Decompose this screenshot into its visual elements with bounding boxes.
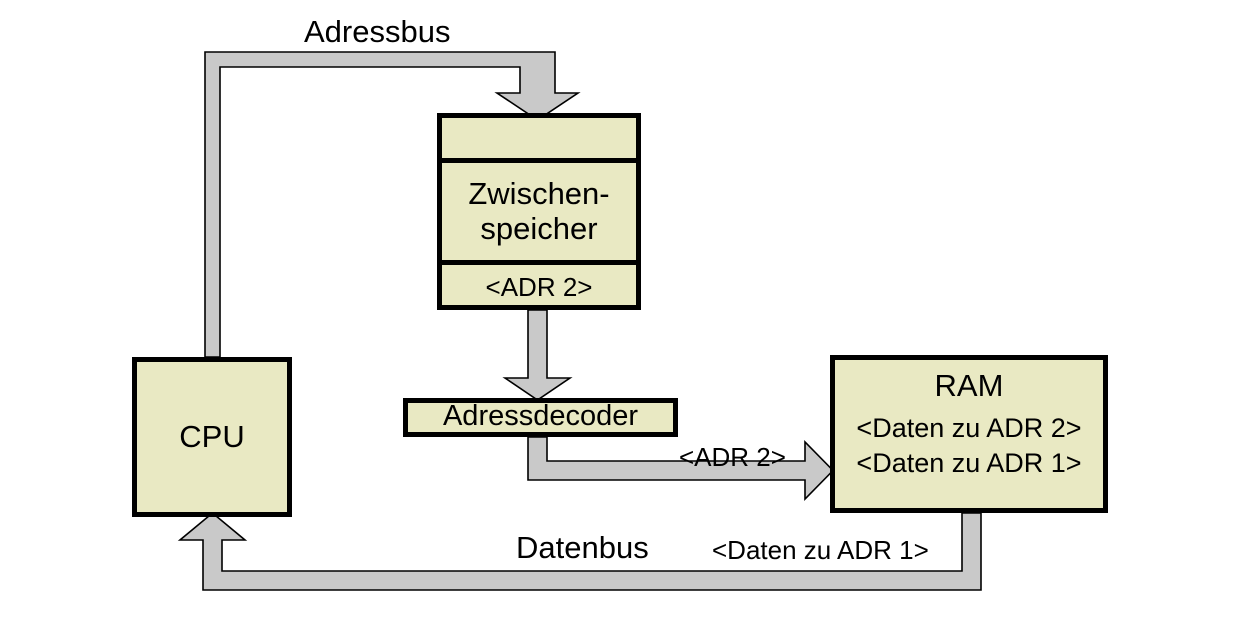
zwischenspeicher-top-band bbox=[442, 118, 636, 158]
node-cpu[interactable]: CPU bbox=[132, 357, 292, 517]
zwischenspeicher-label-line2: speicher bbox=[480, 210, 598, 246]
zwischenspeicher-label-line1: Zwischen- bbox=[468, 175, 610, 211]
datenbus-label: Datenbus bbox=[516, 530, 649, 565]
node-cpu-label: CPU bbox=[179, 418, 245, 454]
node-zwischenspeicher[interactable]: Zwischen- speicher <ADR 2> bbox=[437, 113, 641, 310]
zwischenspeicher-to-decoder-connector bbox=[502, 309, 573, 401]
zwischenspeicher-main-band: Zwischen- speicher bbox=[442, 163, 636, 260]
node-ram[interactable]: RAM <Daten zu ADR 2> <Daten zu ADR 1> bbox=[830, 355, 1108, 513]
datenbus-connector bbox=[177, 511, 982, 591]
zwischenspeicher-value-band: <ADR 2> bbox=[442, 265, 636, 310]
datenbus-payload-label: <Daten zu ADR 1> bbox=[712, 535, 929, 565]
node-adressdecoder[interactable]: Adressdecoder bbox=[403, 398, 678, 437]
zwischenspeicher-divider-top bbox=[442, 158, 636, 163]
node-ram-row-2: <Daten zu ADR 1> bbox=[856, 447, 1082, 478]
adressbus-connector bbox=[204, 51, 581, 358]
node-ram-row-1: <Daten zu ADR 2> bbox=[856, 412, 1082, 443]
node-adressdecoder-label: Adressdecoder bbox=[442, 400, 639, 433]
adressbus-label: Adressbus bbox=[304, 14, 451, 49]
zwischenspeicher-value-label: <ADR 2> bbox=[485, 271, 593, 302]
zwischenspeicher-divider-bottom bbox=[442, 260, 636, 265]
decoder-to-ram-label: <ADR 2> bbox=[679, 442, 786, 472]
decoder-to-ram-connector bbox=[527, 436, 835, 501]
node-ram-title: RAM bbox=[934, 368, 1004, 403]
